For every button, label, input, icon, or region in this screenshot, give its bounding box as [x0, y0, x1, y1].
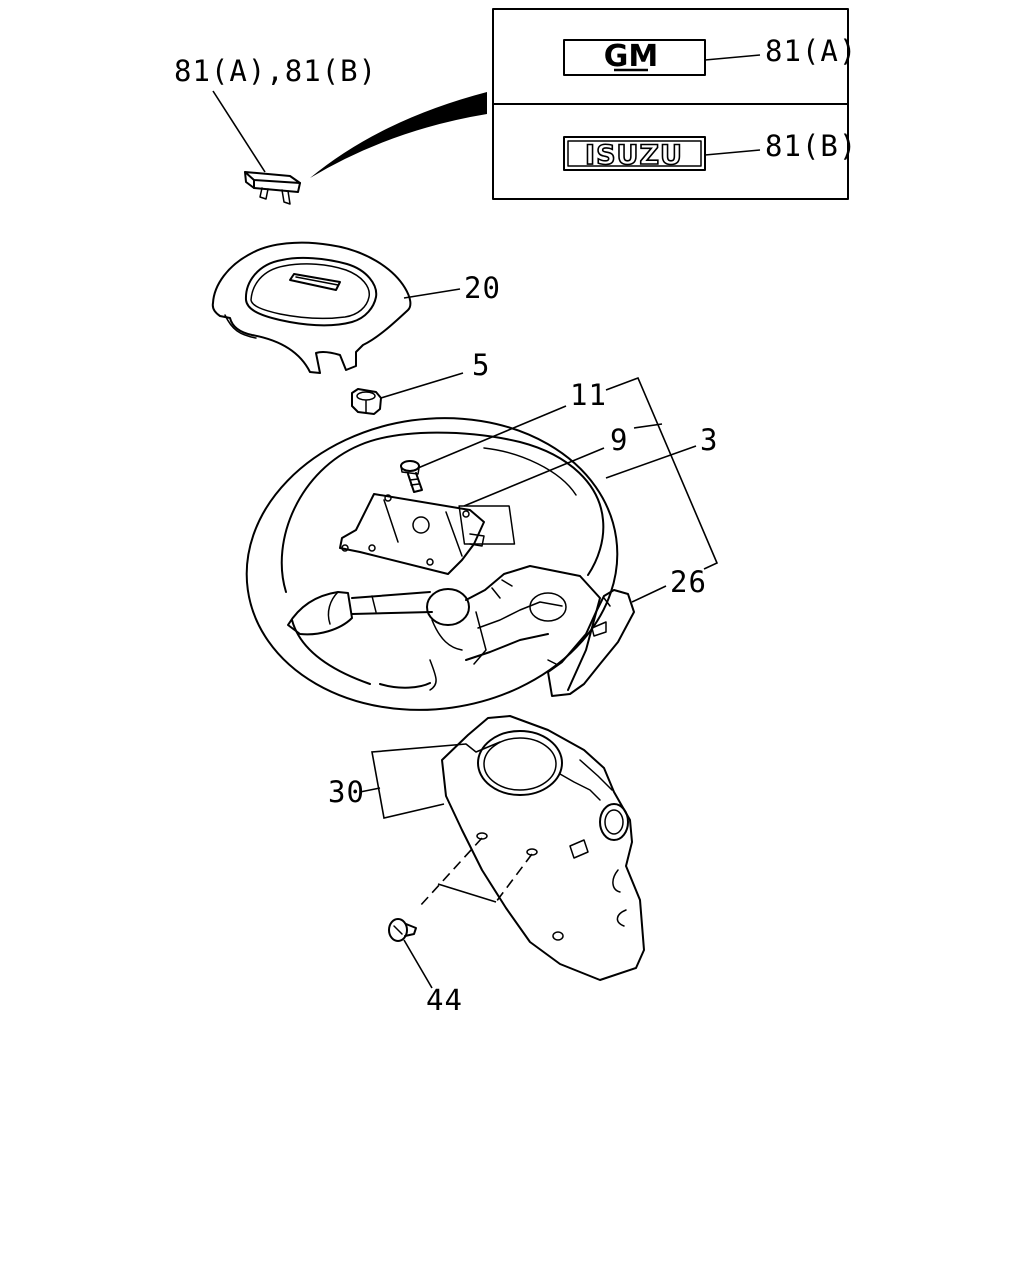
- column-cover: [441, 715, 645, 981]
- callout-30: 30: [328, 775, 365, 809]
- screw-part: [388, 918, 417, 942]
- lower-cover: [547, 589, 635, 697]
- badge-part: [244, 171, 301, 205]
- callout-3: 3: [700, 423, 718, 457]
- callout-81b: 81(B): [765, 129, 857, 163]
- callout-20: 20: [464, 271, 501, 305]
- column-cover-bracket: [371, 743, 467, 819]
- mounting-plate: [339, 493, 516, 575]
- horn-pad: [211, 241, 412, 374]
- callout-26: 26: [670, 565, 707, 599]
- nut-part: [351, 388, 382, 415]
- gm-badge-text: GM: [604, 39, 658, 74]
- gm-badge: GM: [563, 39, 706, 76]
- bolt-part: [400, 460, 423, 493]
- callout-81-pair: 81(A),81(B): [174, 54, 377, 88]
- callout-81a: 81(A): [765, 34, 857, 68]
- callout-5: 5: [472, 348, 490, 382]
- callout-9: 9: [610, 423, 628, 457]
- callout-44: 44: [426, 983, 463, 1017]
- steering-wheel: [245, 417, 619, 711]
- isuzu-badge-text: ISUZU: [585, 140, 683, 171]
- callout-11: 11: [570, 378, 607, 412]
- group-bracket: [605, 376, 719, 570]
- isuzu-badge: ISUZU: [563, 136, 706, 172]
- badge-inset-box: GM 81(A) ISUZU 81(B): [492, 8, 857, 200]
- inset-pointer-wedge: [310, 92, 487, 178]
